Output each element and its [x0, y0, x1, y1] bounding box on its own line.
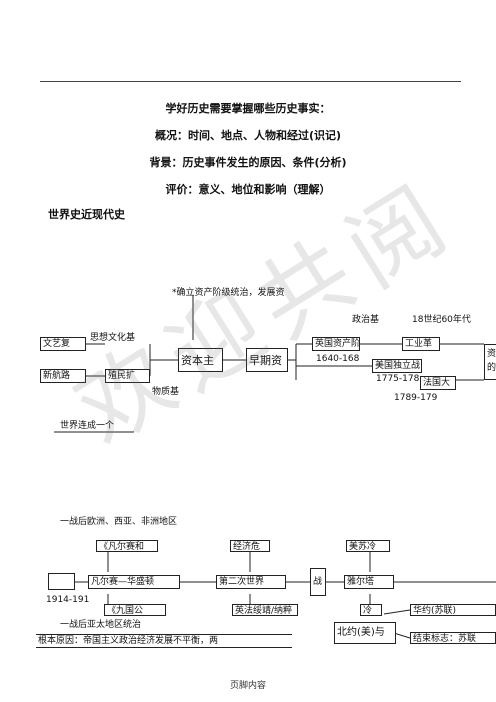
box-yalta: 雅尔塔 — [344, 575, 394, 589]
box-capitalism: 资本主 — [178, 348, 223, 372]
box-end-marker: 结束标志：苏联 — [410, 632, 496, 644]
page-footer: 页脚内容 — [229, 681, 266, 691]
box-cold: 冷 — [360, 604, 382, 616]
header-line-4: 评价：意义、地位和影响（理解） — [165, 183, 331, 196]
header-rule — [40, 81, 461, 82]
box-american-independence: 美国独立战 — [372, 359, 422, 373]
box-english-revolution: 英国资产阶级 — [312, 337, 360, 351]
label-material-basis: 物质基 — [152, 387, 180, 397]
box-versailles-washington-system: 凡尔赛—华盛顿 — [88, 575, 180, 589]
box-us-soviet-cold-war: 美苏冷 — [346, 540, 390, 552]
year-1914: 1914-191 — [46, 595, 90, 605]
box-economic-crisis: 经济危 — [230, 540, 270, 552]
box-colonial-expansion: 殖民扩 — [105, 369, 150, 383]
diagram1-world-connected-note: 世界连成一个 — [60, 421, 115, 431]
year-1640: 1640-168 — [316, 354, 360, 364]
section-title: 世界史近现代史 — [48, 208, 125, 221]
box-versailles-treaty: 《凡尔赛和 — [96, 540, 158, 552]
box-renaissance: 文艺复 — [40, 337, 86, 351]
box-new-sea-route: 新航路 — [40, 369, 86, 383]
right-edge-text-1: 资 — [487, 349, 496, 359]
box-right-edge: 资 的 — [484, 344, 496, 380]
box-war: 战 — [310, 568, 326, 596]
box-french-revolution: 法国大 — [420, 376, 456, 390]
box-nato: 北约(美)与 — [334, 622, 396, 644]
header-line-1: 学好历史需要掌握哪些历史事实： — [165, 102, 331, 115]
box-appeasement: 英法绥靖/纳粹 — [232, 604, 298, 616]
box-root-cause: 根本原因：帝国主义政治经济发展不平衡，两 — [36, 634, 292, 648]
header-line-3: 背景：历史事件发生的原因、条件(分析) — [149, 156, 347, 169]
note-underline — [54, 431, 134, 433]
right-edge-text-2: 的 — [487, 363, 496, 373]
box-second-world-war: 第二次世界 — [216, 575, 286, 589]
box-start-marker — [48, 573, 75, 590]
diagram1-top-note: *确立资产阶级统治，发展资 — [172, 288, 285, 298]
box-warsaw-pact: 华约(苏联) — [410, 604, 496, 616]
year-1789: 1789-179 — [394, 393, 438, 403]
diagram2-top-note: 一战后欧洲、西亚、非洲地区 — [60, 517, 178, 527]
diagram1-political-label: 政治基 — [352, 315, 380, 325]
box-nine-power-treaty: 《九国公 — [104, 604, 166, 616]
label-ideological-basis: 思想文化基 — [90, 333, 136, 343]
box-industrial-revolution: 工业革 — [402, 337, 440, 351]
diagram1-century-label: 18世纪60年代 — [412, 315, 471, 325]
header-line-2: 概况：时间、地点、人物和经过(识记) — [154, 129, 342, 142]
diagram2-asia-pacific-note: 一战后亚太地区统治 — [60, 620, 142, 630]
box-early-capital: 早期资 — [246, 348, 288, 372]
year-1775: 1775-178 — [376, 374, 420, 384]
